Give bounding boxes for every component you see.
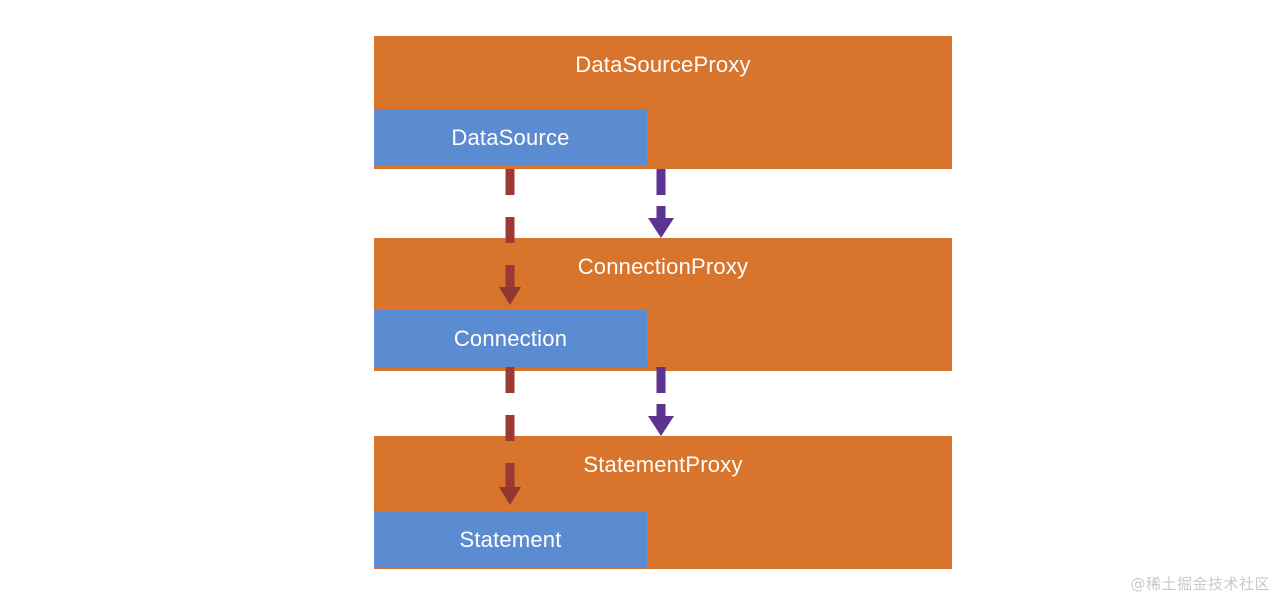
connection-box: Connection [374, 310, 647, 367]
datasourceproxy-label: DataSourceProxy [575, 52, 751, 77]
datasource-label: DataSource [451, 125, 570, 150]
arrow-connectionproxy-to-statementproxy-icon [648, 367, 674, 436]
statement-label: Statement [459, 527, 562, 552]
watermark-text: @稀土掘金技术社区 [1130, 575, 1270, 593]
connectionproxy-label: ConnectionProxy [577, 254, 749, 279]
statement-box: Statement [374, 511, 647, 568]
statementproxy-label: StatementProxy [583, 452, 743, 477]
datasource-box: DataSource [374, 109, 647, 166]
arrow-datasourceproxy-to-connectionproxy-icon [648, 169, 674, 238]
connection-label: Connection [453, 326, 568, 351]
